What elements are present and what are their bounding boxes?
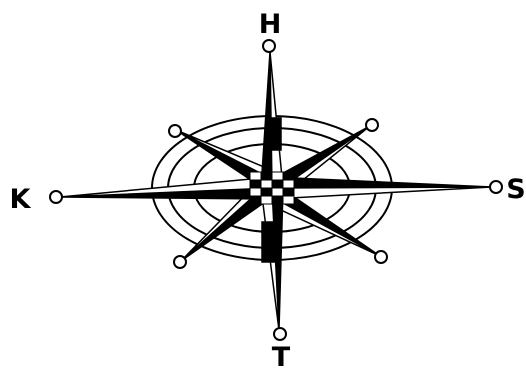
label-west: K <box>10 184 32 215</box>
center-cell-12 <box>283 188 294 196</box>
center-cell-11 <box>272 188 283 196</box>
point-east-dark <box>272 177 492 188</box>
center-cell-16 <box>283 196 294 204</box>
point-east-light <box>272 187 492 199</box>
knob-east <box>490 181 502 193</box>
center-cell-8 <box>283 180 294 188</box>
knob-sw <box>174 256 186 268</box>
label-east: S <box>506 174 525 205</box>
knob-north <box>263 40 275 52</box>
center-cell-5 <box>250 180 261 188</box>
center-cell-3 <box>272 172 283 180</box>
knob-se <box>375 251 387 263</box>
label-south: T <box>272 342 291 368</box>
north-band <box>267 118 281 150</box>
center-cell-9 <box>250 188 261 196</box>
center-cell-1 <box>250 172 261 180</box>
center-cell-15 <box>272 196 283 204</box>
knob-west <box>50 191 62 203</box>
knob-ne <box>366 119 378 131</box>
center-cell-13 <box>250 196 261 204</box>
center-cell-7 <box>272 180 283 188</box>
center-cell-4 <box>283 172 294 180</box>
center-cell-10 <box>261 188 272 196</box>
knob-south <box>274 328 286 340</box>
center-cell-2 <box>261 172 272 180</box>
center-cell-6 <box>261 180 272 188</box>
label-north: H <box>259 9 282 40</box>
center-cell-14 <box>261 196 272 204</box>
knob-nw <box>169 125 181 137</box>
south-band <box>262 222 277 262</box>
compass-center <box>250 172 294 204</box>
